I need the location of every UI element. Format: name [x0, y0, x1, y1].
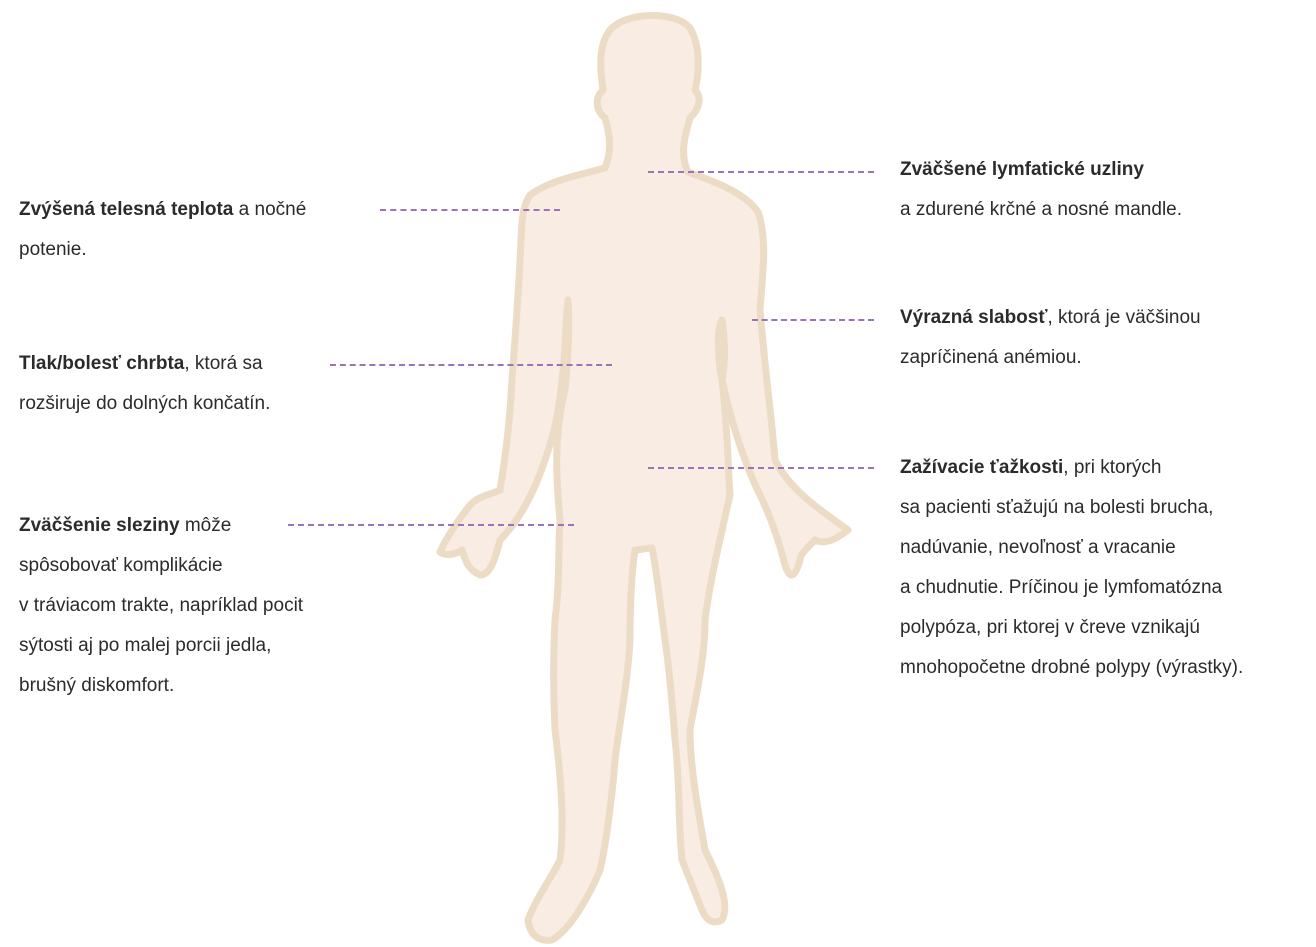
label-lymph-line2: a zdurené krčné a nosné mandle.: [900, 190, 1182, 230]
label-digest-line: nadúvanie, nevoľnosť a vracanie: [900, 528, 1243, 568]
label-back-rest: , ktorá sa: [184, 353, 262, 374]
label-weak: Výrazná slabosť, ktorá je väčšinou zaprí…: [900, 298, 1201, 378]
label-back-bold: Tlak/bolesť chrbta: [19, 353, 184, 374]
label-spleen-line: brušný diskomfort.: [19, 666, 303, 706]
label-spleen-line: spôsobovať komplikácie: [19, 546, 303, 586]
label-back-line2: rozširuje do dolných končatín.: [19, 384, 270, 424]
leader-line-weak: [752, 319, 874, 321]
leader-line-back: [330, 364, 612, 366]
label-spleen-line: v tráviacom trakte, napríklad pocit: [19, 586, 303, 626]
label-weak-bold: Výrazná slabosť: [900, 307, 1047, 328]
leader-line-fever: [380, 209, 560, 211]
label-fever-bold: Zvýšená telesná teplota: [19, 199, 233, 220]
label-back: Tlak/bolesť chrbta, ktorá sa rozširuje d…: [19, 344, 270, 424]
label-lymph: Zväčšené lymfatické uzliny a zdurené krč…: [900, 150, 1182, 230]
leader-line-spleen: [288, 524, 574, 526]
label-spleen: Zväčšenie sleziny môže spôsobovať kompli…: [19, 506, 303, 706]
label-digest-line: a chudnutie. Príčinou je lymfomatózna: [900, 568, 1243, 608]
leader-line-digest: [648, 467, 874, 469]
label-digest-line: mnohopočetne drobné polypy (výrastky).: [900, 648, 1243, 688]
label-weak-rest: , ktorá je väčšinou: [1047, 307, 1200, 328]
label-digest-line: sa pacienti sťažujú na bolesti brucha,: [900, 488, 1243, 528]
label-fever: Zvýšená telesná teplota a nočné potenie.: [19, 190, 306, 270]
label-digest-line: polypóza, pri ktorej v čreve vznikajú: [900, 608, 1243, 648]
label-digest-bold: Zažívacie ťažkosti: [900, 457, 1063, 478]
label-digest: Zažívacie ťažkosti, pri ktorých sa pacie…: [900, 448, 1243, 688]
label-fever-line2: potenie.: [19, 230, 306, 270]
label-fever-rest: a nočné: [239, 199, 307, 220]
label-spleen-line: sýtosti aj po malej porcii jedla,: [19, 626, 303, 666]
label-lymph-bold: Zväčšené lymfatické uzliny: [900, 159, 1144, 180]
label-digest-rest: , pri ktorých: [1063, 457, 1161, 478]
leader-line-lymph: [648, 171, 874, 173]
body-silhouette: [440, 15, 848, 940]
label-spleen-bold: Zväčšenie sleziny: [19, 515, 180, 536]
label-weak-line2: zapríčinená anémiou.: [900, 338, 1201, 378]
label-spleen-rest: môže: [185, 515, 231, 536]
